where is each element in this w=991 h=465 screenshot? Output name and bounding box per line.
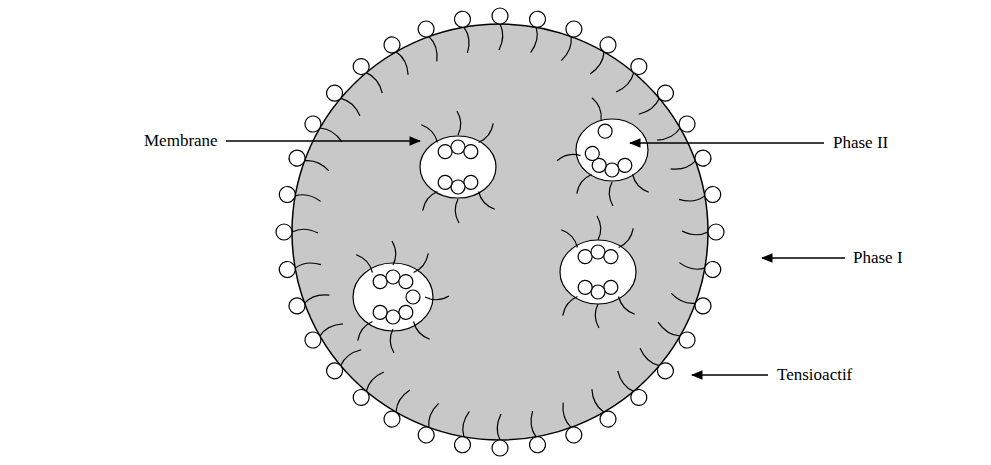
leader-arrow	[226, 140, 420, 141]
surfactant-ring	[276, 8, 724, 456]
part-label: Phase I	[852, 248, 904, 268]
part-label: Membrane	[143, 131, 219, 151]
leader-arrows	[226, 141, 845, 375]
inner-droplet	[557, 216, 640, 328]
leader-arrow	[692, 374, 768, 375]
oil-globule	[292, 24, 708, 440]
leader-arrow	[762, 257, 845, 258]
inner-droplet	[417, 111, 500, 223]
leader-arrow	[630, 142, 824, 143]
part-label: Phase II	[832, 133, 889, 153]
part-label: Tensioactif	[776, 365, 853, 385]
inner-droplet	[352, 241, 449, 353]
inner-droplet	[556, 95, 654, 206]
